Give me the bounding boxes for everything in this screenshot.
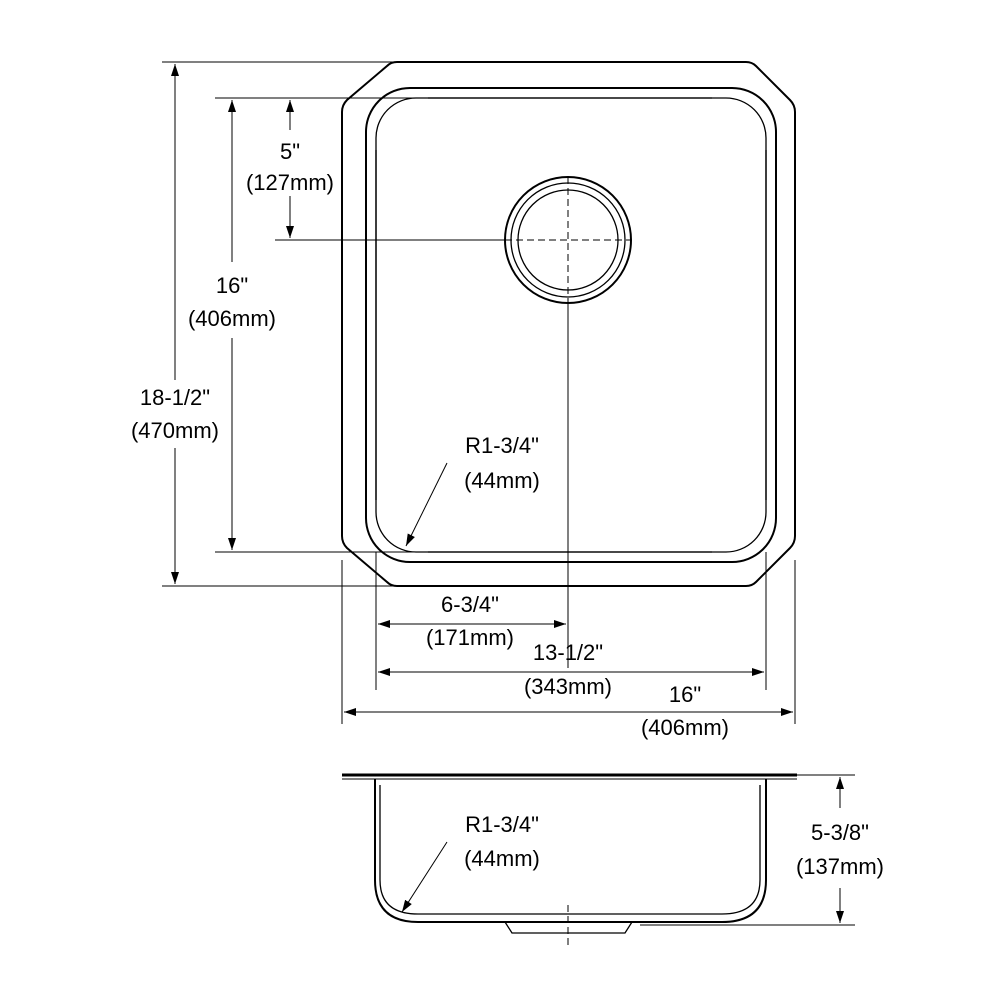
- label-drain-side-offset-imperial: 6-3/4": [441, 592, 499, 617]
- label-overall-length-metric: (470mm): [131, 418, 219, 443]
- label-overall-length-imperial: 18-1/2": [140, 385, 210, 410]
- label-inner-width-imperial: 13-1/2": [533, 640, 603, 665]
- label-drain-side-offset-metric: (171mm): [426, 625, 514, 650]
- label-depth-imperial: 5-3/8": [811, 820, 869, 845]
- side-bowl-inner: [379, 785, 761, 915]
- label-inner-length-metric: (406mm): [188, 306, 276, 331]
- sink-top-view: [341, 61, 796, 587]
- label-inner-length-imperial: 16": [216, 273, 248, 298]
- label-corner-radius-imperial: R1-3/4": [465, 433, 539, 458]
- side-view-labels: R1-3/4" (44mm) 5-3/8" (137mm): [464, 812, 884, 879]
- sink-side-view: [342, 773, 855, 945]
- label-corner-radius-metric: (44mm): [464, 468, 540, 493]
- label-inner-width-metric: (343mm): [524, 674, 612, 699]
- dimension-lines: [171, 64, 793, 716]
- sink-flange-outline: [341, 61, 796, 587]
- label-side-radius-imperial: R1-3/4": [465, 812, 539, 837]
- radius-leader-top-view: [405, 462, 448, 547]
- label-overall-width-metric: (406mm): [641, 715, 729, 740]
- extension-lines: [162, 61, 796, 724]
- label-overall-width-imperial: 16": [669, 682, 701, 707]
- label-drain-offset-top-metric: (127mm): [246, 170, 334, 195]
- label-depth-metric: (137mm): [796, 854, 884, 879]
- sink-bowl-outer: [365, 87, 777, 563]
- side-bowl-outer: [374, 779, 767, 923]
- drain-outer-ring: [504, 176, 632, 304]
- label-drain-offset-top-imperial: 5": [280, 139, 300, 164]
- top-view-labels: 5" (127mm) 16" (406mm) 18-1/2" (470mm) R…: [131, 139, 729, 740]
- label-side-radius-metric: (44mm): [464, 846, 540, 871]
- radius-leader-side-view: [401, 841, 448, 913]
- sink-bowl-inner: [375, 97, 767, 553]
